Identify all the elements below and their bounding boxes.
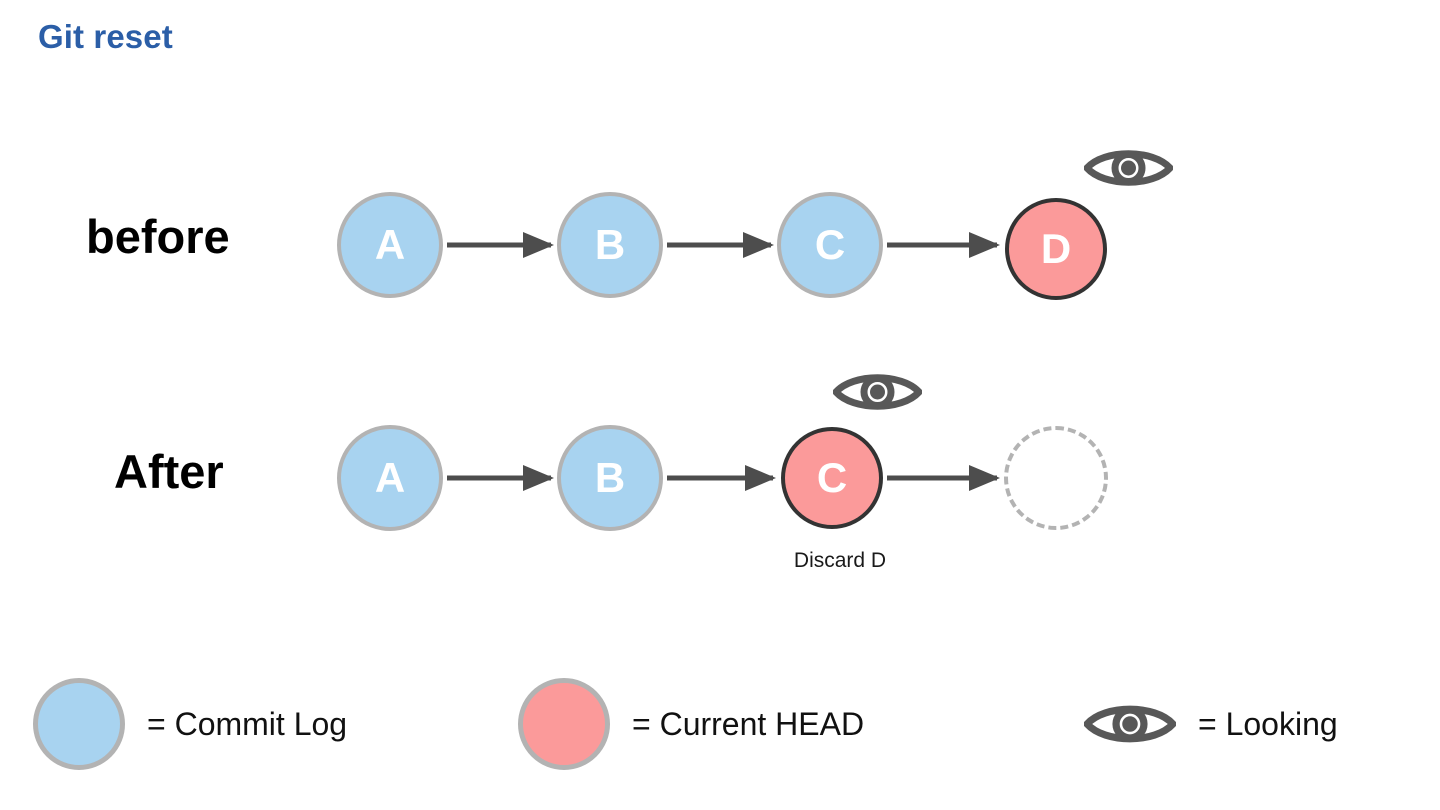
commit-node-a-after[interactable]: A	[337, 425, 443, 531]
commit-node-label: C	[816, 454, 848, 501]
legend-label: = Current HEAD	[632, 706, 865, 742]
eye-icon-wrapper	[1084, 678, 1176, 770]
legend-item-commit-log: = Commit Log	[33, 676, 347, 772]
discarded-node-placeholder	[1004, 426, 1108, 530]
pink-circle-icon	[518, 678, 610, 770]
commit-node-label: B	[594, 221, 626, 268]
commit-node-a-before[interactable]: A	[337, 192, 443, 298]
commit-node-label: A	[374, 221, 406, 268]
row-label-after: After	[114, 445, 224, 498]
eye-icon	[1084, 150, 1173, 186]
blue-circle-icon	[33, 678, 125, 770]
commit-node-label: C	[814, 221, 846, 268]
legend: = Commit Log = Current HEAD = Looking	[0, 676, 1440, 776]
head-node-d-before[interactable]: D	[1005, 198, 1107, 300]
legend-item-current-head: = Current HEAD	[518, 676, 864, 772]
eye-icon	[1084, 705, 1176, 743]
commit-node-label: D	[1040, 225, 1072, 272]
legend-label: = Looking	[1198, 706, 1338, 742]
discard-caption: Discard D	[793, 549, 887, 572]
row-label-before: before	[86, 210, 230, 263]
legend-item-looking: = Looking	[1084, 676, 1338, 772]
commit-node-b-after[interactable]: B	[557, 425, 663, 531]
head-node-c-after[interactable]: C	[781, 427, 883, 529]
page-title: Git reset	[38, 18, 173, 55]
commit-node-b-before[interactable]: B	[557, 192, 663, 298]
commit-node-label: B	[594, 454, 626, 501]
commit-node-label: A	[374, 454, 406, 501]
eye-icon	[833, 374, 922, 410]
legend-label: = Commit Log	[147, 706, 348, 742]
commit-node-c-before[interactable]: C	[777, 192, 883, 298]
